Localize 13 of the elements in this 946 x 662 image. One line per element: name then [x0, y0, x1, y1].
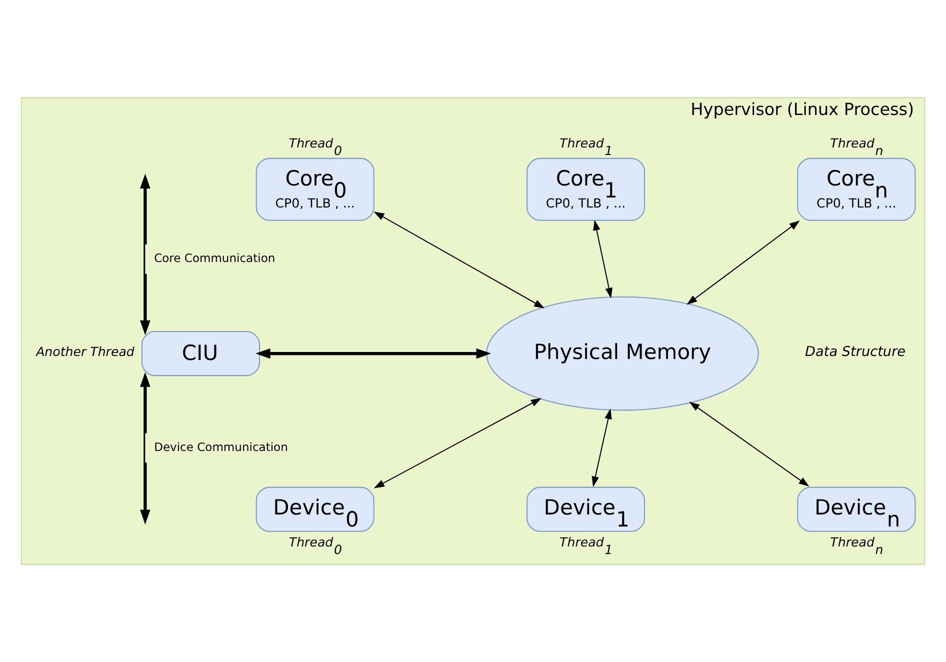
node-label: Data Structure [805, 344, 906, 360]
arrow [689, 402, 810, 487]
arrow [592, 408, 612, 487]
node-label: Another Thread [36, 344, 134, 359]
edge-label: Device Communication [154, 440, 288, 454]
arrow [374, 212, 545, 308]
arrow [374, 398, 542, 488]
arrow [686, 220, 800, 305]
arrow [140, 174, 150, 336]
arrow [256, 348, 492, 359]
arrow [140, 372, 150, 525]
edge-label: Core Communication [154, 251, 276, 266]
arrow [593, 220, 612, 298]
